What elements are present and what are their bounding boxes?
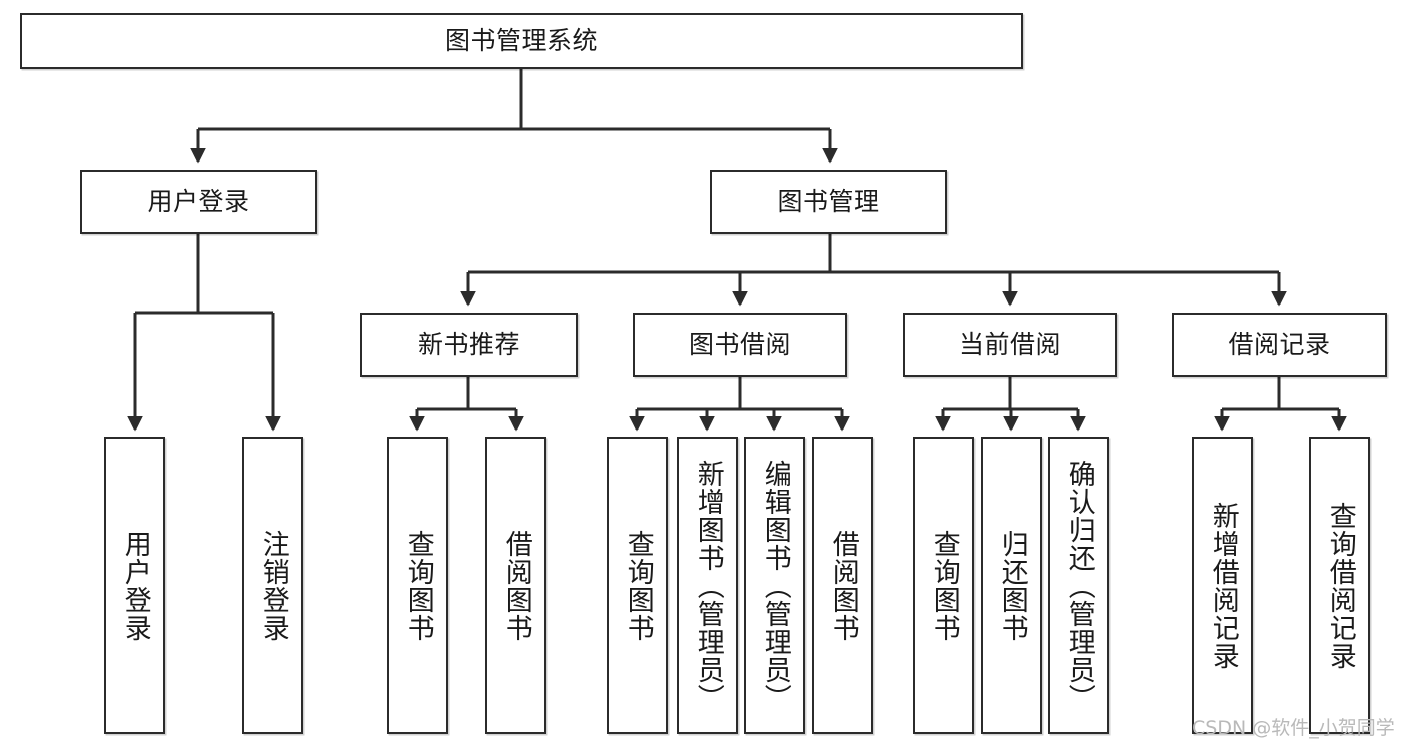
leaf-query-borrow-record[interactable]: 查询借阅记录 [1309,437,1370,734]
leaf-user-login[interactable]: 用户登录 [104,437,165,734]
node-new-book-recommend-label: 新书推荐 [417,330,520,359]
leaf-query-book-current[interactable]: 查询图书 [913,437,974,734]
leaf-query-book-borrow-label: 查询图书 [622,529,654,642]
node-book-management[interactable]: 图书管理 [710,170,947,234]
node-book-borrow-label: 图书借阅 [688,330,791,359]
node-root[interactable]: 图书管理系统 [20,13,1023,69]
leaf-logout-label: 注销登录 [257,529,289,642]
leaf-add-borrow-record[interactable]: 新增借阅记录 [1192,437,1253,734]
leaf-confirm-return-admin-label: 确认归还（管理员） [1063,459,1095,712]
leaf-query-book-recommend[interactable]: 查询图书 [387,437,448,734]
leaf-borrow-book-recommend[interactable]: 借阅图书 [485,437,546,734]
node-new-book-recommend[interactable]: 新书推荐 [360,313,578,377]
leaf-edit-book-admin-label: 编辑图书（管理员） [759,459,791,712]
leaf-query-borrow-record-label: 查询借阅记录 [1324,501,1356,670]
leaf-borrow-book-recommend-label: 借阅图书 [500,529,532,642]
node-user-login[interactable]: 用户登录 [80,170,317,234]
leaf-add-book-admin[interactable]: 新增图书（管理员） [677,437,738,734]
node-book-borrow[interactable]: 图书借阅 [633,313,847,377]
leaf-logout[interactable]: 注销登录 [242,437,303,734]
node-borrow-record-label: 借阅记录 [1228,330,1331,359]
leaf-query-book-borrow[interactable]: 查询图书 [607,437,668,734]
node-user-login-label: 用户登录 [147,187,250,216]
leaf-borrow-book-label: 借阅图书 [827,529,859,642]
leaf-query-book-recommend-label: 查询图书 [402,529,434,642]
leaf-query-book-current-label: 查询图书 [928,529,960,642]
leaf-borrow-book[interactable]: 借阅图书 [812,437,873,734]
leaf-add-borrow-record-label: 新增借阅记录 [1207,501,1239,670]
node-borrow-record[interactable]: 借阅记录 [1172,313,1387,377]
csdn-watermark: CSDN @软件_小贺同学 [1192,717,1395,739]
leaf-return-book-label: 归还图书 [996,529,1028,642]
node-root-label: 图书管理系统 [444,26,598,55]
leaf-confirm-return-admin[interactable]: 确认归还（管理员） [1048,437,1109,734]
leaf-user-login-label: 用户登录 [119,529,151,642]
node-current-borrow-label: 当前借阅 [958,330,1061,359]
leaf-return-book[interactable]: 归还图书 [981,437,1042,734]
node-book-management-label: 图书管理 [777,187,880,216]
node-current-borrow[interactable]: 当前借阅 [903,313,1117,377]
leaf-edit-book-admin[interactable]: 编辑图书（管理员） [744,437,805,734]
leaf-add-book-admin-label: 新增图书（管理员） [692,459,724,712]
